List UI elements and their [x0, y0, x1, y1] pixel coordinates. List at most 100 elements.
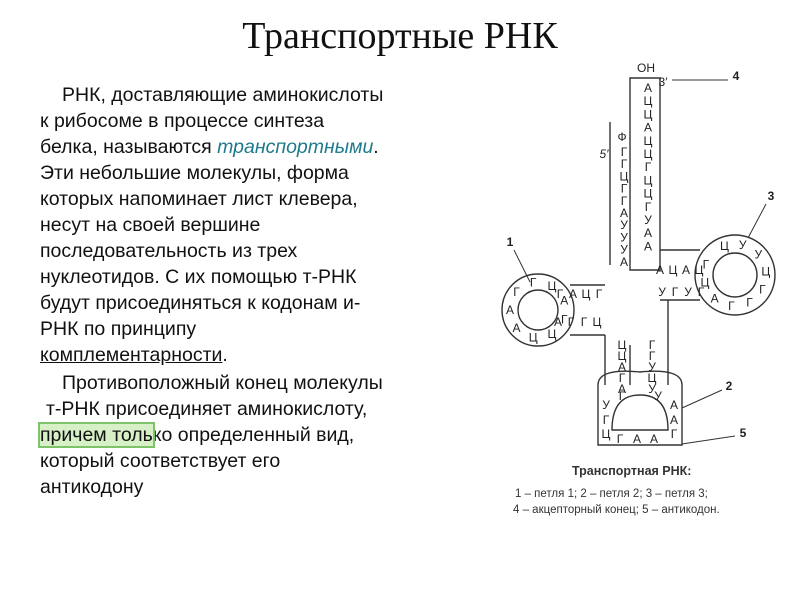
underlined-term: комплементарности [40, 344, 223, 366]
anticodon-nucleotide: А [650, 432, 658, 446]
text-line: несут на своей вершине [40, 214, 261, 236]
stem-nucleotide: Ц [582, 287, 591, 301]
anticodon-stem-nucleotide: У [648, 382, 656, 396]
callout-line [681, 435, 736, 445]
loop-1-nucleotide: А [560, 293, 568, 307]
loop-1-nucleotide: Г [513, 285, 520, 299]
loop-1-nucleotide: Г [561, 313, 568, 327]
right-stem-outline [660, 249, 700, 301]
five-prime-label: 5′ [600, 147, 610, 161]
stem-nucleotide: А [656, 263, 664, 277]
loop-2-nucleotide: У [602, 398, 610, 412]
loop-2-nucleotide: Г [619, 389, 626, 403]
anticodon-stem-nucleotide: Ц [618, 349, 627, 363]
acceptor-nucleotide: Ц [644, 147, 653, 161]
loop-1-ring-inner [517, 289, 559, 331]
stem-nucleotide: Г [581, 315, 588, 329]
loop-3-nucleotide: А [711, 291, 719, 305]
callout-number: 3 [768, 189, 775, 203]
oh-label: ОН [637, 61, 655, 75]
anticodon-stem-nucleotide: А [618, 382, 626, 396]
text-span: . [373, 136, 379, 158]
phi-label: Ф [617, 130, 626, 144]
acceptor-nucleotide: А [620, 206, 628, 220]
stem-nucleotide: Ц [695, 263, 704, 277]
loop-3-nucleotide: Г [759, 282, 766, 296]
loop-1-nucleotide: А [513, 321, 521, 335]
anticodon-stem-nucleotide: Г [619, 371, 626, 385]
text-span: белка, называются [40, 136, 218, 158]
loop-2-inner [611, 394, 669, 431]
acceptor-nucleotide: У [620, 230, 628, 244]
callout-number: 5 [740, 426, 747, 440]
callout-number: 4 [733, 69, 740, 83]
text-line: последовательность из трех [40, 240, 298, 262]
text-line: который соответствует его [40, 450, 281, 472]
diagram-caption-line-2: 4 – акцепторный конец; 5 – антикодон. [513, 504, 720, 516]
acceptor-nucleotide: Г [645, 160, 652, 174]
anticodon-stem-nucleotide: У [648, 360, 656, 374]
diagram-shapes [501, 77, 776, 446]
loop-2-nucleotide: У [654, 389, 662, 403]
text-line: РНК, доставляющие аминокислоты [62, 84, 384, 106]
stem-nucleotide: Г [568, 315, 575, 329]
callout-line [513, 249, 531, 283]
diagram-caption-title: Транспортная РНК: [572, 464, 692, 478]
anticodon-stem-nucleotide: А [618, 360, 626, 374]
text-line: комплементарности. [40, 342, 383, 368]
acceptor-nucleotide: Г [621, 145, 628, 159]
anticodon-stem-outline [604, 300, 669, 385]
loop-3-ring-inner [712, 252, 758, 298]
loop-2-nucleotide: А [670, 413, 678, 427]
stem-nucleotide: У [658, 285, 666, 299]
loop-3-ring-outer [694, 234, 776, 316]
text-line: Противоположный конец молекулы [62, 372, 383, 394]
acceptor-nucleotide: А [644, 121, 652, 135]
stem-nucleotide: Ц [669, 263, 678, 277]
three-prime-label: 3′ [659, 75, 669, 89]
loop-1-nucleotide: Ц [529, 331, 538, 345]
highlighted-term: транспортными [217, 136, 374, 158]
text-line: будут присоединяться к кодонам и- [40, 292, 361, 314]
stem-nucleotide: У [684, 285, 692, 299]
loop-3-nucleotide: Ц [761, 264, 770, 278]
loop-1-nucleotide: Ц [548, 327, 557, 341]
acceptor-nucleotide: Ц [644, 187, 653, 201]
paragraph-1: РНК, доставляющие аминокислоты к рибосом… [40, 82, 383, 368]
highlighted-phrase: причем толь [38, 422, 155, 448]
acceptor-nucleotide: Г [621, 182, 628, 196]
anticodon-stem-nucleotide: Ц [618, 338, 627, 352]
loop-2-nucleotide: Ц [602, 427, 611, 441]
loop-3-nucleotide: У [755, 248, 763, 262]
stem-nucleotide: Г [698, 285, 705, 299]
loop-1-nucleotide: Г [530, 275, 537, 289]
acceptor-nucleotide: А [644, 226, 652, 240]
left-stem-outline [570, 284, 605, 336]
acceptor-nucleotide: Ц [644, 94, 653, 108]
loop-3-nucleotide: Г [703, 257, 710, 271]
diagram-caption-line-1: 1 – петля 1; 2 – петля 2; 3 – петля 3; [515, 488, 708, 500]
loop-3-nucleotide: Г [746, 295, 753, 309]
loop-1-ring-outer [501, 273, 575, 347]
anticodon-stem-nucleotide: Г [649, 338, 656, 352]
text-span: ко определенный вид, [152, 424, 355, 446]
acceptor-nucleotide: У [620, 243, 628, 257]
text-line: антикодону [40, 476, 144, 498]
loop-3-nucleotide: У [739, 238, 747, 252]
loop-2-nucleotide: А [670, 398, 678, 412]
callout-line [681, 389, 723, 409]
acceptor-nucleotide: Ц [644, 134, 653, 148]
anticodon-nucleotide: А [633, 432, 641, 446]
acceptor-nucleotide: Г [645, 200, 652, 214]
stem-nucleotide: А [569, 287, 577, 301]
text-line: нуклеотидов. С их помощью т-РНК [40, 266, 357, 288]
acceptor-stem-outline [629, 77, 661, 271]
callout-number: 1 [507, 235, 514, 249]
text-line: которых напоминает лист клевера, [40, 188, 358, 210]
text-line: причем только определенный вид, [38, 422, 383, 448]
text-line: Эти небольшие молекулы, форма [40, 162, 349, 184]
loop-2-nucleotide: Г [603, 413, 610, 427]
stem-nucleotide: Г [672, 285, 679, 299]
